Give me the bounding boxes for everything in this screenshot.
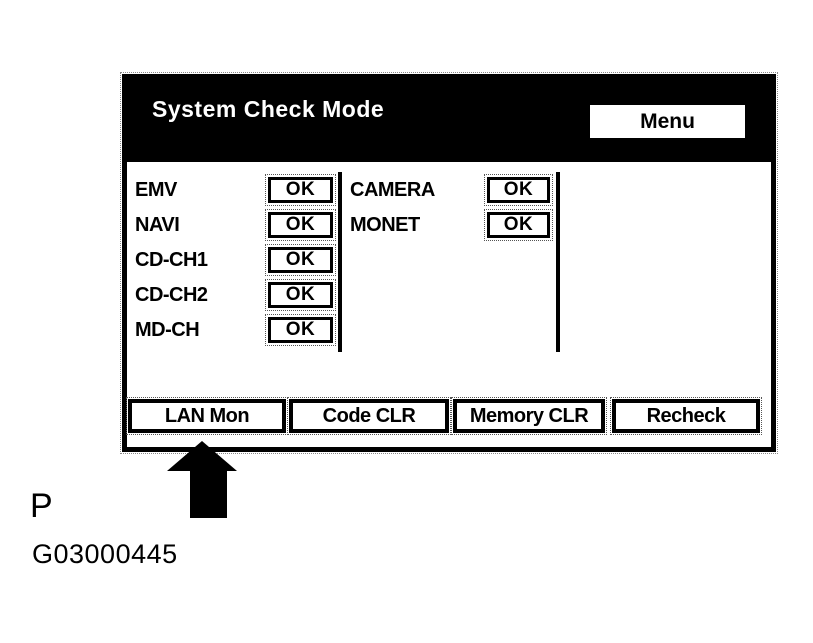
status-label-camera: CAMERA — [350, 179, 435, 201]
status-value-md-ch: OK — [265, 314, 336, 346]
system-check-panel: System Check Mode Menu EMV OK NAVI OK CD… — [120, 72, 778, 454]
status-label-cd-ch2: CD-CH2 — [135, 284, 208, 306]
status-value-camera: OK — [484, 174, 553, 206]
code-clr-button[interactable]: Code CLR — [287, 397, 451, 435]
memory-clr-button[interactable]: Memory CLR — [451, 397, 607, 435]
status-value-monet: OK — [484, 209, 553, 241]
arrow-shaft — [190, 468, 227, 518]
status-value-navi: OK — [265, 209, 336, 241]
column-divider-1 — [338, 172, 342, 352]
status-label-md-ch: MD-CH — [135, 319, 200, 341]
status-label-navi: NAVI — [135, 214, 180, 236]
status-value-cd-ch2: OK — [265, 279, 336, 311]
figure-id: G03000445 — [32, 539, 178, 569]
status-label-emv: EMV — [135, 179, 177, 201]
recheck-button[interactable]: Recheck — [610, 397, 762, 435]
page-title: System Check Mode — [152, 96, 385, 122]
column-divider-2 — [556, 172, 560, 352]
status-value-cd-ch1: OK — [265, 244, 336, 276]
panel-header: System Check Mode Menu — [122, 74, 776, 162]
panel-content: EMV OK NAVI OK CD-CH1 OK CD-CH2 OK MD-CH… — [122, 162, 776, 452]
lan-mon-button[interactable]: LAN Mon — [126, 397, 288, 435]
status-value-emv: OK — [265, 174, 336, 206]
status-label-cd-ch1: CD-CH1 — [135, 249, 208, 271]
arrow-head — [167, 441, 237, 471]
menu-button[interactable]: Menu — [590, 105, 745, 138]
status-label-monet: MONET — [350, 214, 420, 236]
caption-p: P — [30, 487, 53, 525]
